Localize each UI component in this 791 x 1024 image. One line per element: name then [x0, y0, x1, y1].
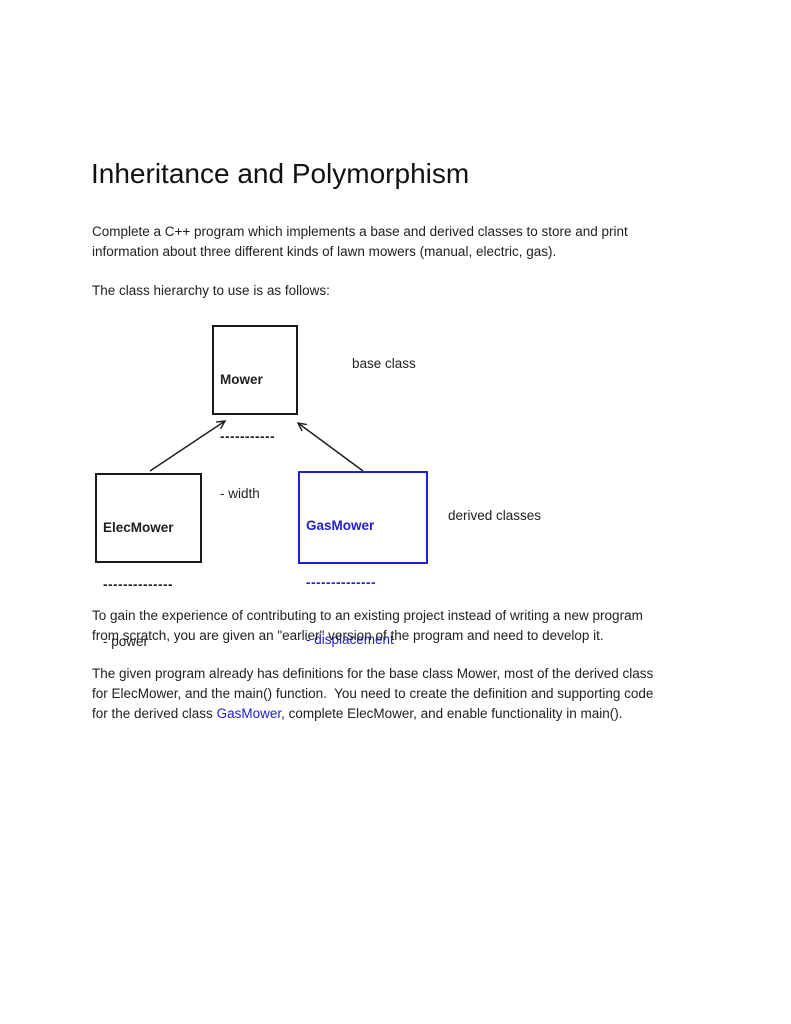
class-name: Mower: [220, 372, 263, 387]
given-program-paragraph: The given program already has definition…: [92, 664, 653, 724]
given-text-before: The given program already has definition…: [92, 666, 654, 721]
intro-paragraph: Complete a C++ program which implements …: [92, 224, 628, 259]
hierarchy-lead-paragraph: The class hierarchy to use is as follows…: [92, 283, 330, 298]
class-attribute: - displacement: [306, 632, 394, 647]
given-text-after: , complete ElecMower, and enable functio…: [281, 706, 623, 721]
experience-paragraph: To gain the experience of contributing t…: [92, 608, 643, 643]
arrow-gasmower-to-mower: [296, 422, 364, 472]
base-class-box-mower: Mower ----------- - width: [212, 325, 298, 501]
class-attribute: - width: [220, 486, 260, 501]
base-class-label: base class: [352, 356, 416, 371]
class-divider: -----------: [220, 429, 275, 444]
derived-class-box-gasmower: GasMower -------------- - displacement: [298, 471, 428, 647]
class-name: ElecMower: [103, 520, 174, 535]
class-name: GasMower: [306, 518, 375, 533]
derived-class-box-elecmower: ElecMower -------------- - power: [95, 473, 202, 649]
class-attribute: - power: [103, 634, 149, 649]
derived-classes-label: derived classes: [448, 508, 542, 523]
inheritance-arrows: [149, 420, 364, 472]
class-divider: --------------: [306, 575, 376, 590]
class-divider: --------------: [103, 577, 173, 592]
gasmower-link[interactable]: GasMower: [216, 706, 282, 721]
arrow-elecmower-to-mower: [149, 420, 227, 472]
page-title: Inheritance and Polymorphism: [91, 157, 469, 191]
page-title-text: Inheritance and Polymorphism: [91, 158, 470, 189]
